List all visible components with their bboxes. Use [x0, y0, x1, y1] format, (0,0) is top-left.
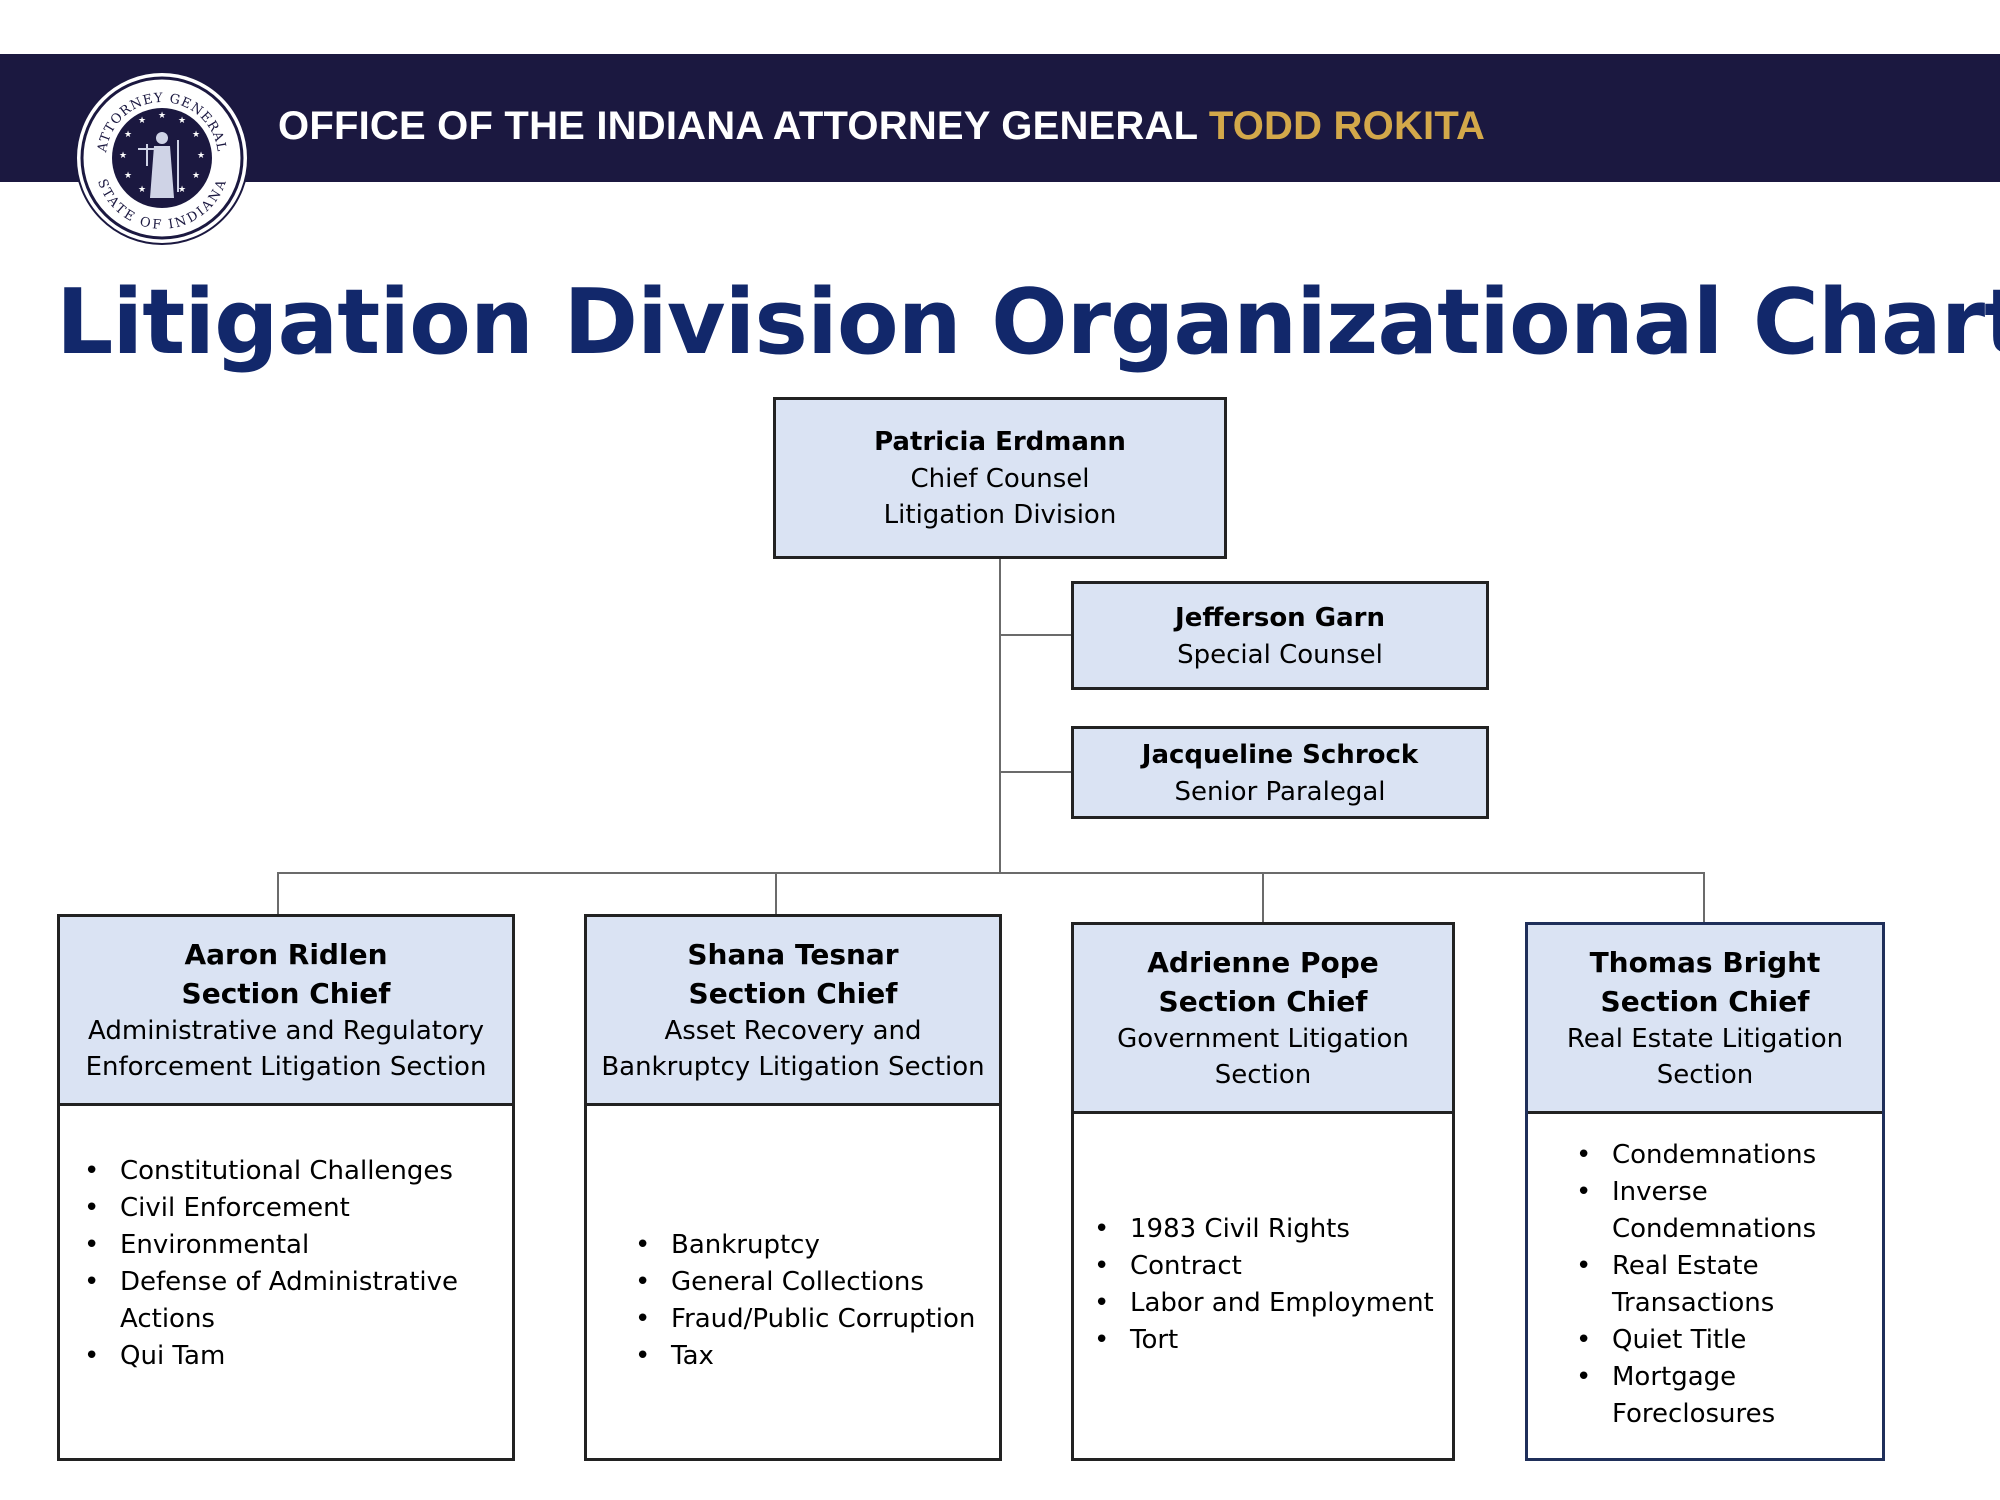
duty-item: Contract: [1094, 1248, 1444, 1285]
svg-text:★: ★: [192, 130, 200, 140]
section-unit: Bankruptcy Litigation Section: [601, 1052, 985, 1082]
duty-item: Fraud/Public Corruption: [635, 1301, 989, 1338]
section-government-litigation: Adrienne Pope Section Chief Government L…: [1071, 922, 1455, 1461]
connector-section-1: [277, 872, 279, 915]
special-counsel-box: Jefferson Garn Special Counsel: [1071, 581, 1489, 690]
section-unit: Enforcement Litigation Section: [85, 1052, 487, 1082]
duty-item: Tax: [635, 1338, 989, 1375]
svg-text:★: ★: [124, 171, 132, 181]
duty-item: Quiet Title: [1576, 1322, 1864, 1359]
svg-text:★: ★: [138, 116, 146, 126]
section-unit: Government Litigation: [1117, 1024, 1409, 1054]
section-chief-name: Aaron Ridlen: [184, 938, 388, 971]
section-duties: 1983 Civil Rights Contract Labor and Emp…: [1074, 1211, 1452, 1359]
section-duties: Constitutional Challenges Civil Enforcem…: [60, 1153, 512, 1375]
section-duties: Condemnations Inverse Condemnations Real…: [1528, 1137, 1882, 1433]
header-banner: [0, 54, 2000, 182]
chief-role: Chief Counsel: [910, 464, 1090, 494]
duty-item: Civil Enforcement: [84, 1190, 496, 1227]
connector-section-4: [1703, 872, 1705, 923]
staff-role: Senior Paralegal: [1174, 776, 1386, 807]
page-title: Litigation Division Organizational Chart: [56, 270, 2000, 375]
senior-paralegal-box: Jacqueline Schrock Senior Paralegal: [1071, 726, 1489, 819]
section-real-estate: Thomas Bright Section Chief Real Estate …: [1525, 922, 1885, 1461]
section-unit: Administrative and Regulatory: [88, 1016, 484, 1046]
duty-item: Bankruptcy: [635, 1227, 989, 1264]
connector-section-3: [1262, 872, 1264, 923]
svg-text:★: ★: [178, 185, 186, 195]
section-chief-name: Adrienne Pope: [1147, 946, 1379, 979]
duty-item: Constitutional Challenges: [84, 1153, 496, 1190]
attorney-general-name: TODD ROKITA: [1208, 104, 1486, 148]
section-header: Adrienne Pope Section Chief Government L…: [1074, 925, 1452, 1114]
chief-counsel-box: Patricia Erdmann Chief Counsel Litigatio…: [773, 397, 1227, 559]
connector-sections-bus: [277, 872, 1705, 874]
connector-chief-trunk: [999, 557, 1001, 874]
duty-item: General Collections: [635, 1264, 989, 1301]
duty-item: Real Estate Transactions: [1576, 1248, 1864, 1322]
svg-text:★: ★: [119, 151, 127, 161]
section-admin-regulatory: Aaron Ridlen Section Chief Administrativ…: [57, 914, 515, 1461]
section-unit: Section: [1656, 1060, 1754, 1090]
chief-name: Patricia Erdmann: [874, 427, 1126, 457]
duty-item: Tort: [1094, 1322, 1444, 1359]
duty-item: Environmental: [84, 1227, 496, 1264]
duty-item: 1983 Civil Rights: [1094, 1211, 1444, 1248]
staff-name: Jacqueline Schrock: [1141, 739, 1419, 770]
duty-item: Labor and Employment: [1094, 1285, 1444, 1322]
section-chief-name: Thomas Bright: [1589, 946, 1821, 979]
chief-unit: Litigation Division: [883, 500, 1117, 530]
duty-item: Inverse Condemnations: [1576, 1174, 1864, 1248]
svg-text:★: ★: [124, 130, 132, 140]
duty-item: Qui Tam: [84, 1338, 496, 1375]
section-unit: Asset Recovery and: [664, 1016, 922, 1046]
section-chief-name: Shana Tesnar: [687, 938, 899, 971]
section-chief-role: Section Chief: [1158, 985, 1368, 1018]
duty-item: Mortgage Foreclosures: [1576, 1359, 1864, 1433]
section-duties: Bankruptcy General Collections Fraud/Pub…: [587, 1227, 999, 1375]
svg-text:★: ★: [192, 171, 200, 181]
staff-name: Jefferson Garn: [1175, 602, 1385, 633]
duty-item: Defense of Administrative Actions: [84, 1264, 496, 1338]
section-unit: Section: [1214, 1060, 1312, 1090]
staff-role: Special Counsel: [1177, 639, 1383, 670]
section-header: Aaron Ridlen Section Chief Administrativ…: [60, 917, 512, 1106]
section-chief-role: Section Chief: [688, 977, 898, 1010]
svg-text:★: ★: [138, 185, 146, 195]
section-chief-role: Section Chief: [181, 977, 391, 1010]
svg-text:★: ★: [197, 151, 205, 161]
section-unit: Real Estate Litigation: [1566, 1024, 1844, 1054]
attorney-general-seal-icon: ATTORNEY GENERAL STATE OF INDIANA ★★★ ★★…: [75, 71, 249, 245]
connector-special-counsel: [999, 634, 1073, 636]
svg-text:★: ★: [178, 116, 186, 126]
office-name: OFFICE OF THE INDIANA ATTORNEY GENERAL: [278, 104, 1198, 148]
duty-item: Condemnations: [1576, 1137, 1864, 1174]
section-chief-role: Section Chief: [1600, 985, 1810, 1018]
section-header: Shana Tesnar Section Chief Asset Recover…: [587, 917, 999, 1106]
svg-text:★: ★: [158, 111, 166, 121]
office-title: OFFICE OF THE INDIANA ATTORNEY GENERAL T…: [278, 104, 1485, 149]
connector-section-2: [775, 872, 777, 915]
connector-senior-paralegal: [999, 771, 1073, 773]
section-header: Thomas Bright Section Chief Real Estate …: [1528, 925, 1882, 1114]
section-asset-recovery: Shana Tesnar Section Chief Asset Recover…: [584, 914, 1002, 1461]
